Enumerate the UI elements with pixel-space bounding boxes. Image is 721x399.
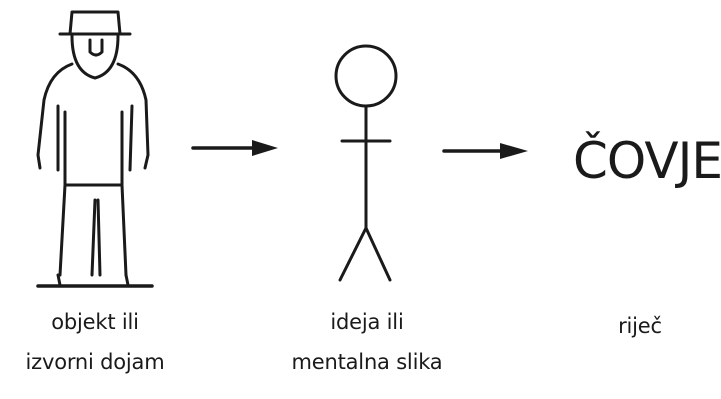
- label-object: objekt ili izvorni dojam: [0, 302, 190, 382]
- man-figure-icon: [36, 10, 154, 288]
- label-object-line-1: objekt ili: [51, 310, 139, 334]
- arrow-icon-1: [191, 140, 278, 156]
- label-idea-line-2: mentalna slika: [291, 350, 443, 374]
- word-text: ČOVJEK: [573, 132, 721, 190]
- label-idea: ideja ili mentalna slika: [282, 302, 452, 382]
- stick-figure-icon: [334, 44, 398, 282]
- label-word-line: riječ: [618, 314, 662, 338]
- label-idea-line-1: ideja ili: [330, 310, 404, 334]
- label-word: riječ: [600, 306, 680, 346]
- label-object-line-2: izvorni dojam: [25, 350, 165, 374]
- arrow-icon-2: [442, 143, 528, 159]
